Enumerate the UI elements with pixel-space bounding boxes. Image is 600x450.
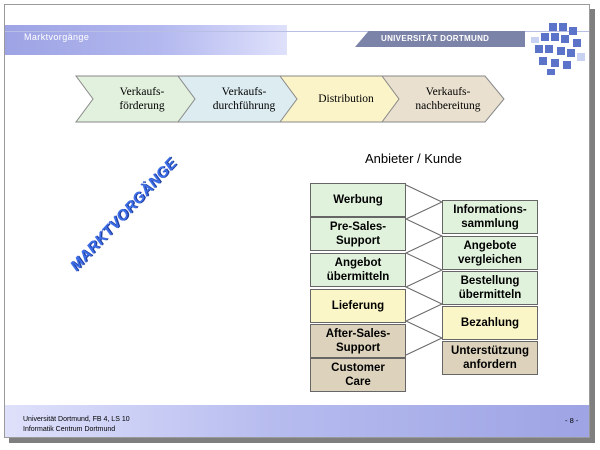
footer-bar bbox=[5, 405, 589, 437]
university-banner bbox=[355, 31, 525, 47]
chevron-distribution: Distribution bbox=[279, 75, 403, 123]
flow-step-pre-sales-support: Pre-Sales- Support bbox=[310, 217, 406, 251]
chevron-label: Verkaufs- durchführung bbox=[212, 86, 276, 112]
university-name: UNIVERSITÄT DORTMUND bbox=[381, 34, 490, 43]
flow-step-bezahlung: Bezahlung bbox=[442, 306, 538, 340]
footer-line-2: Informatik Centrum Dortmund bbox=[23, 426, 116, 433]
slide: Marktvorgänge UNIVERSITÄT DORTMUND Verka… bbox=[4, 4, 590, 438]
flow-step-bestellung-uebermitteln: Bestellung übermitteln bbox=[442, 271, 538, 305]
flow-step-informationssammlung: Informations- sammlung bbox=[442, 200, 538, 234]
flow-step-after-sales-support: After-Sales- Support bbox=[310, 324, 406, 358]
chevron-shape bbox=[381, 75, 505, 123]
chevron-verkaufsnachbereitung: Verkaufs- nachbereitung bbox=[381, 75, 505, 123]
flow-step-werbung: Werbung bbox=[310, 183, 406, 217]
footer-line-1: Universität Dortmund, FB 4, LS 10 bbox=[23, 416, 130, 423]
flow-step-angebot-uebermitteln: Angebot übermitteln bbox=[310, 253, 406, 287]
title-bar bbox=[5, 25, 287, 55]
diagonal-label: MARKTVORGÄNGE bbox=[67, 154, 181, 275]
chevron-verkaufsfoerderung: Verkaufs- förderung bbox=[75, 75, 199, 123]
page-number: - 8 - bbox=[565, 416, 579, 425]
flow-step-angebote-vergleichen: Angebote vergleichen bbox=[442, 236, 538, 270]
chevron-label: Verkaufs- nachbereitung bbox=[415, 86, 481, 112]
flow-step-unterstuetzung-anfordern: Unterstützung anfordern bbox=[442, 341, 538, 375]
flow-step-lieferung: Lieferung bbox=[310, 289, 406, 323]
chevron-label: Distribution bbox=[318, 93, 374, 105]
slide-title: Marktvorgänge bbox=[24, 32, 90, 42]
chevron-label: Verkaufs- förderung bbox=[119, 86, 165, 112]
university-logo-icon bbox=[531, 23, 585, 75]
header-rule bbox=[5, 31, 589, 32]
flow-step-customer-care: Customer Care bbox=[310, 358, 406, 392]
subheading: Anbieter / Kunde bbox=[365, 151, 462, 166]
flow-connectors bbox=[404, 184, 444, 356]
